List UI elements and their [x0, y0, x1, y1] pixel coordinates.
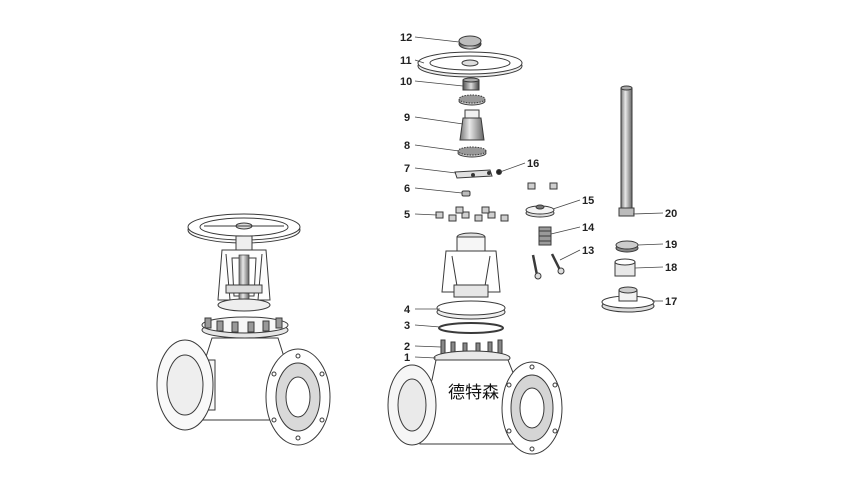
callout-19: 19 [665, 239, 677, 251]
callout-2: 2 [404, 341, 410, 353]
exploded-stack [387, 35, 563, 455]
assembled-body [156, 337, 331, 446]
callout-3: 3 [404, 320, 410, 332]
part-10-stem-nut [458, 77, 486, 106]
part-13-eye-bolts [531, 253, 565, 280]
part-12-top-nut [458, 35, 482, 50]
assembled-yoke [217, 235, 271, 312]
callout-12: 12 [400, 32, 412, 44]
part-16-grease-fitting [496, 169, 502, 175]
part-18-disc [614, 258, 636, 277]
side-parts [525, 85, 655, 313]
part-9-yoke-sleeve [459, 109, 485, 141]
assembled-valve [156, 213, 331, 446]
part-1-valve-body [387, 350, 563, 455]
part-6-pin [461, 190, 471, 197]
callout-1: 1 [404, 352, 410, 364]
callout-11: 11 [400, 55, 412, 67]
leader-lines [414, 36, 664, 359]
part-8-bearing [457, 146, 487, 158]
assembled-handwheel [187, 213, 301, 244]
callout-20: 20 [665, 208, 677, 220]
callout-7: 7 [404, 163, 410, 175]
callout-18: 18 [665, 262, 677, 274]
part-17-flange-disc [601, 286, 655, 313]
callout-13: 13 [582, 245, 594, 257]
callout-10: 10 [400, 76, 412, 88]
callout-17: 17 [665, 296, 677, 308]
callout-labels: 12 11 10 9 8 7 6 5 4 3 2 1 16 15 14 13 2… [400, 32, 677, 364]
part-3-gasket [438, 322, 504, 334]
assembled-bonnet-flange [201, 316, 289, 339]
callout-5: 5 [404, 209, 410, 221]
callout-6: 6 [404, 183, 410, 195]
callout-16: 16 [527, 158, 539, 170]
callout-8: 8 [404, 140, 410, 152]
callout-9: 9 [404, 112, 410, 124]
part-19-seal-ring [615, 240, 639, 253]
part-14-packing [538, 226, 552, 246]
callout-14: 14 [582, 222, 595, 234]
part-15-packing-gland [525, 182, 558, 218]
callout-4: 4 [404, 304, 411, 316]
part-4-bonnet [436, 232, 506, 320]
part-20-stem [618, 85, 635, 217]
brand-text: 德特森 [448, 383, 499, 403]
part-5-nuts [435, 206, 509, 222]
part-7-bracket-bar [454, 169, 493, 179]
callout-15: 15 [582, 195, 594, 207]
part-11-handwheel [417, 51, 523, 78]
